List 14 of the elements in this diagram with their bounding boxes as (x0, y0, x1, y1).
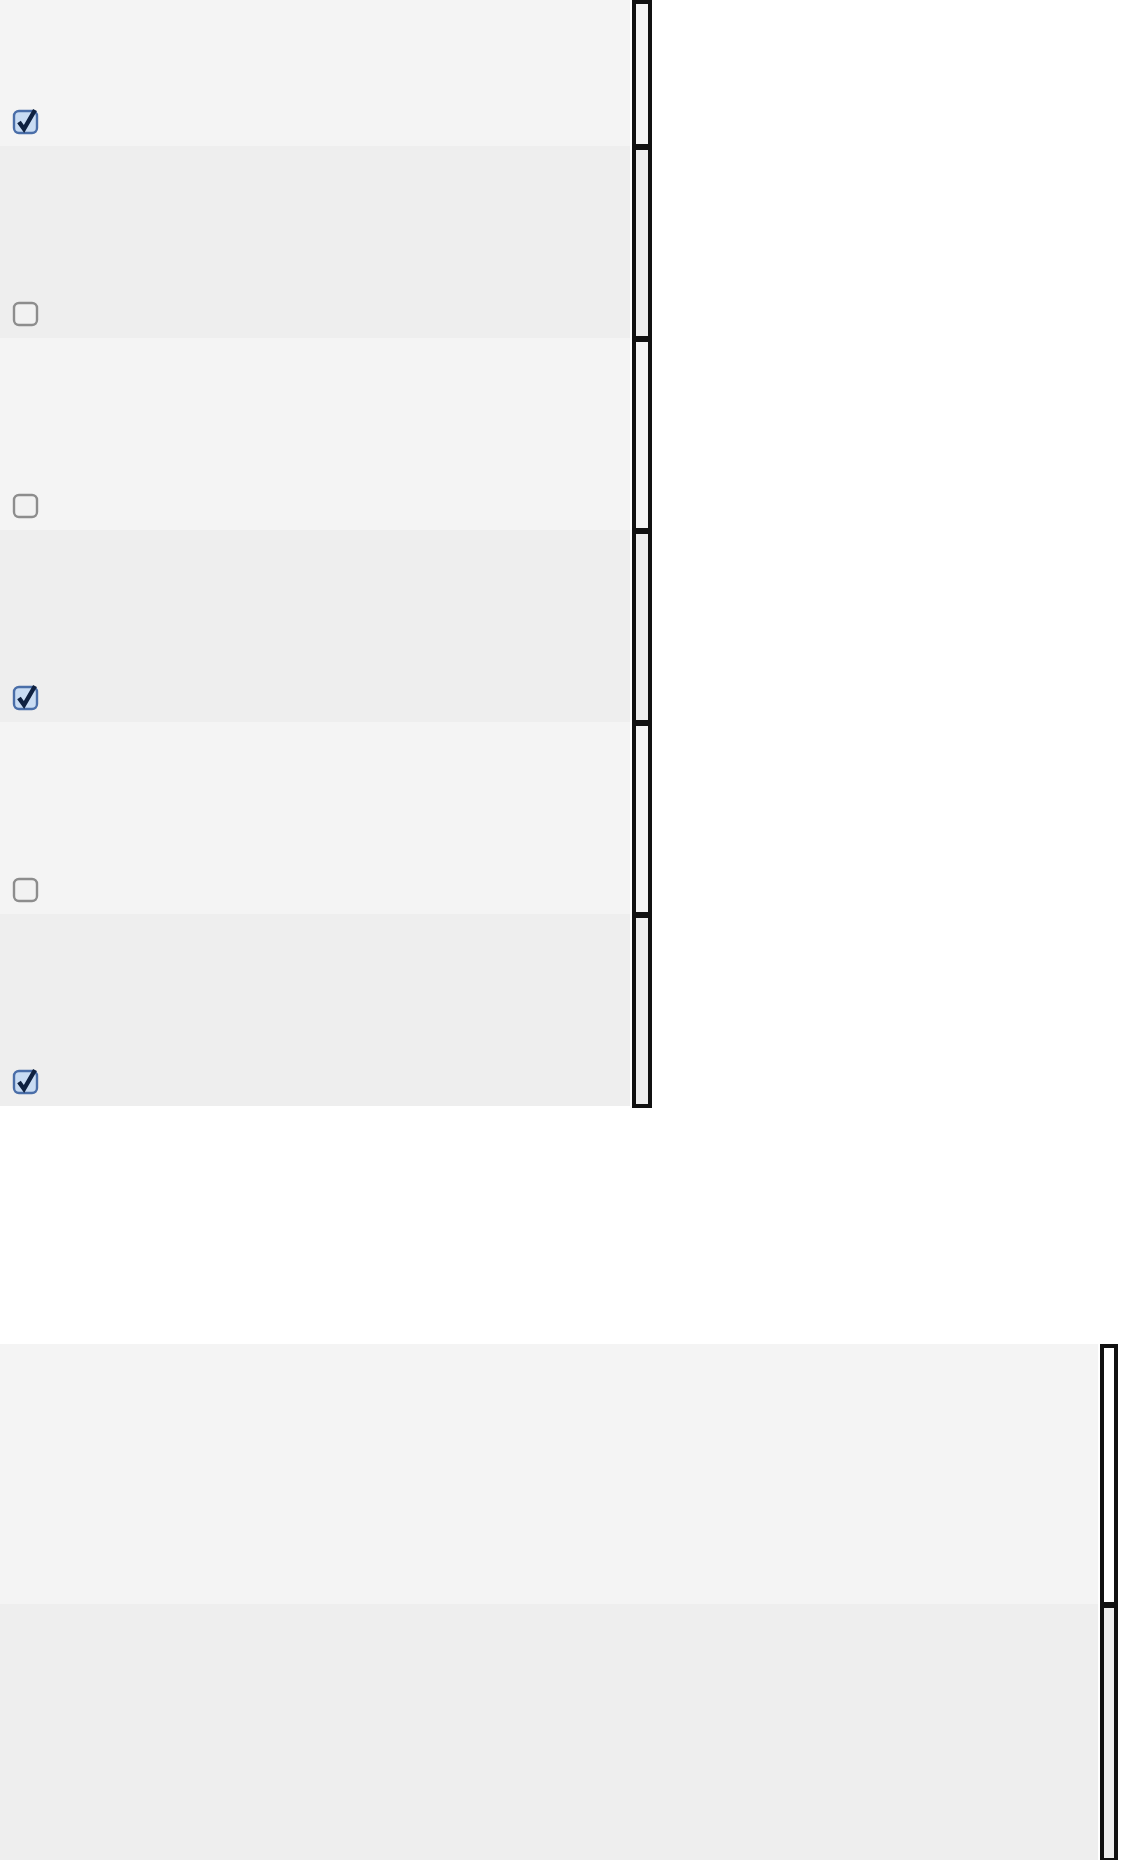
checked-checkbox (12, 1068, 40, 1096)
list-row (0, 530, 630, 722)
checked-checkbox (12, 108, 40, 136)
checkbox (12, 492, 40, 520)
list-row (0, 146, 630, 338)
checkbox (12, 300, 40, 328)
list-row (0, 1344, 1098, 1604)
list-row (0, 1604, 1098, 1860)
checked-checkbox (12, 684, 40, 712)
checkbox (12, 876, 40, 904)
list-row (0, 0, 630, 146)
list-row (0, 338, 630, 530)
list-row (0, 914, 630, 1106)
list-row (0, 722, 630, 914)
